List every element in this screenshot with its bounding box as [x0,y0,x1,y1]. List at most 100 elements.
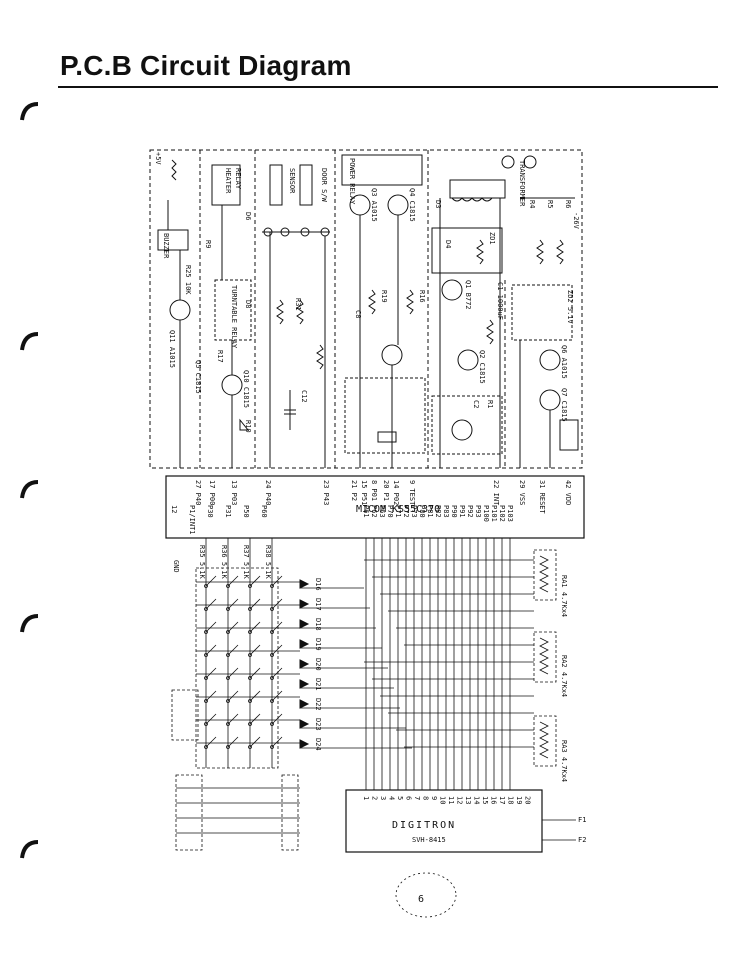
key-switch [249,736,261,748]
diode-label: D20 [314,658,322,671]
mcu-pin-label: P91 [458,505,466,518]
mcu-pin-label: P61 [362,505,370,518]
key-switch [227,598,239,610]
key-switch-contact [204,722,208,726]
key-switch [249,690,261,702]
svg-text:KS55C370: KS55C370 [392,504,440,515]
diode-symbol [299,579,310,589]
svg-text:RA2 4.7Kx4: RA2 4.7Kx4 [560,655,568,697]
key-switch [271,621,283,633]
display-pin-label: 4 [388,796,396,800]
svg-text:C1 1000uF: C1 1000uF [496,282,504,320]
key-switch-contact [226,630,230,634]
punch-hole-mark [20,480,39,499]
punch-hole-mark [20,102,39,121]
key-switch [227,644,239,656]
svg-text:DIGITRON: DIGITRON [392,820,456,831]
key-switch [227,621,239,633]
svg-text:R16: R16 [418,290,426,303]
svg-text:R4: R4 [528,200,536,208]
svg-text:D3: D3 [434,200,442,208]
diode-label: D19 [314,638,322,651]
diode-symbol [299,699,310,709]
keypad-matrix [171,567,299,851]
display-pin-label: 18 [507,796,515,804]
key-switch-contact [226,745,230,749]
key-switch-contact [204,676,208,680]
mcu-pin-label: P81 [426,505,434,518]
digitron-display: DIGITRON SVH-8415 F1 F2 [345,789,586,853]
diode-label: D18 [314,618,322,631]
mcu-pin-label: P103 [506,505,514,522]
mcu-pin-label: 29 VSS [518,480,526,505]
svg-text:DOOR S/W: DOOR S/W [320,168,328,203]
mcu-pin-label: 14 P02 [392,480,400,505]
svg-text:R36 5.1K: R36 5.1K [220,545,228,580]
svg-text:R9: R9 [204,240,212,248]
mcu-pin-label: 12 [170,505,178,513]
key-switch [271,575,283,587]
svg-text:R5: R5 [546,200,554,208]
mcu-pin-label: P71 [394,505,402,518]
display-pin-label: 16 [490,796,498,804]
key-switch-contact [226,722,230,726]
mcu-pin-label: 23 P43 [322,480,330,505]
svg-text:Q1 B772: Q1 B772 [464,280,472,310]
diode-symbol [299,659,310,669]
key-switch [249,644,261,656]
diode-label: D21 [314,678,322,691]
key-switch-contact [226,607,230,611]
svg-text:SENSOR: SENSOR [288,168,296,194]
mcu-pin-label: 24 P40 [264,480,272,505]
key-switch [271,713,283,725]
keypad-switch-grid [176,538,300,834]
mcu-pin-label: P82 [434,505,442,518]
diode-label: D22 [314,698,322,711]
mcu-pin-label: P93 [474,505,482,518]
svg-text:D8: D8 [244,300,252,308]
diode-label: D24 [314,738,322,751]
key-switch [205,621,217,633]
mcu-pin-label: P60 [260,505,268,518]
key-switch [227,736,239,748]
diode-symbol [299,719,310,729]
svg-text:D6: D6 [244,212,252,220]
svg-text:R19: R19 [380,290,388,303]
svg-text:RA3 4.7Kx4: RA3 4.7Kx4 [560,740,568,782]
display-pin-label: 13 [464,796,472,804]
key-switch-contact [270,699,274,703]
key-switch-contact [270,676,274,680]
keypad-resistor-labels: R35 5.1K R36 5.1K R37 5.1K R38 5.1K [198,545,272,580]
block-labels: R25 10K Q11 A1015 BUZZER Q5 C1815 RELAY … [154,152,580,573]
key-switch-contact [226,653,230,657]
key-switch [227,667,239,679]
key-switch-contact [226,584,230,588]
key-switch [249,575,261,587]
mcu-pin-label: P102 [498,505,506,522]
mcu-pin-label: 9 TEST [408,480,416,506]
mcu-pin-label: 31 RESET [538,480,546,515]
key-switch-contact [270,584,274,588]
svg-text:Q2 C1815: Q2 C1815 [478,350,486,384]
diode-label: D16 [314,578,322,591]
display-pin-label: 19 [515,796,523,804]
resistor-arrays [533,549,557,767]
svg-text:F2: F2 [578,836,586,844]
mcu-pin-label: P92 [466,505,474,518]
key-switch [249,598,261,610]
svg-text:R6: R6 [564,200,572,208]
diode-label: D17 [314,598,322,611]
svg-text:R10: R10 [244,420,252,433]
display-pin-label: 6 [405,796,413,800]
key-switch [271,736,283,748]
key-switch-contact [270,653,274,657]
svg-text:Q10 C1815: Q10 C1815 [242,370,250,408]
key-switch-contact [248,745,252,749]
svg-text:R1: R1 [486,400,494,408]
mcu-pin-label: 22 INT [492,480,500,506]
svg-text:R35 5.1K: R35 5.1K [198,545,206,580]
key-switch-contact [248,699,252,703]
